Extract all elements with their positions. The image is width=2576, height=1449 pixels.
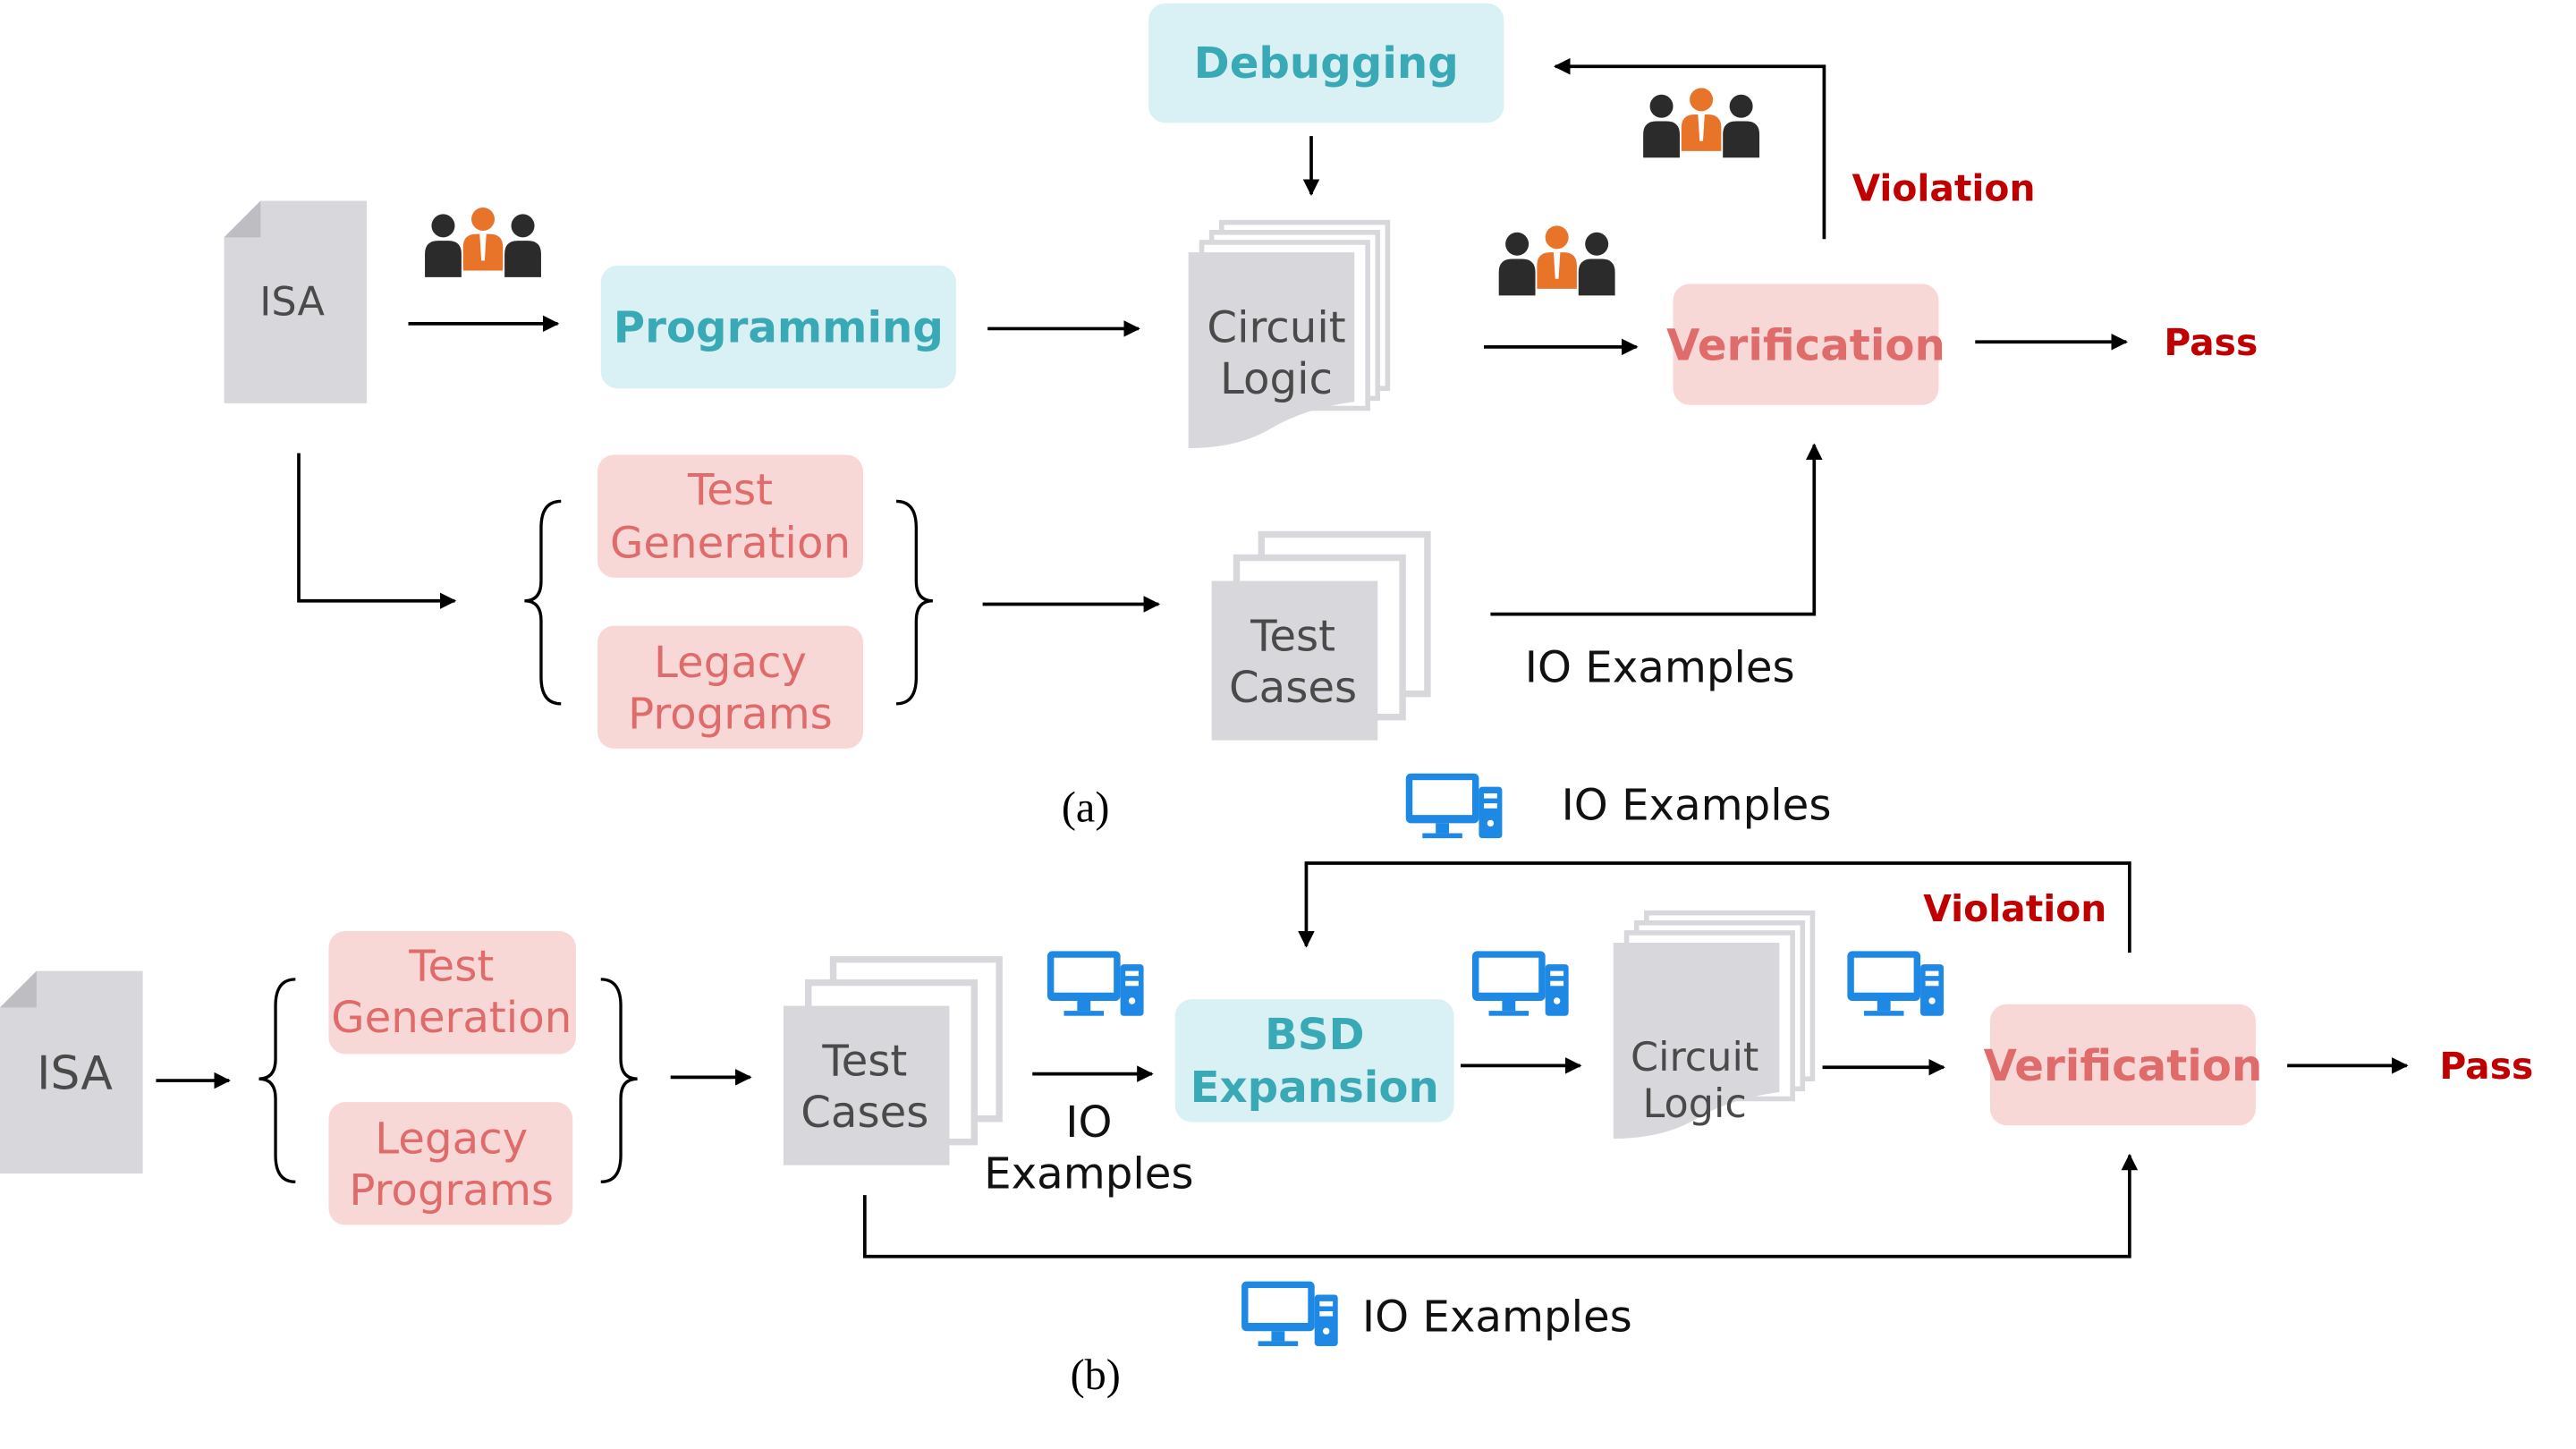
violation-arrow (1553, 57, 1826, 240)
test-generation-label-2: Generation (610, 519, 851, 569)
io-examples-bottom-label: IO Examples (1362, 1292, 1632, 1342)
debugging-label: Debugging (1194, 38, 1459, 89)
violation-label: Violation (1852, 167, 2036, 210)
people-team-icon (1643, 88, 1760, 158)
isa-label-a: ISA (259, 279, 325, 326)
brace (895, 499, 934, 706)
brace (524, 499, 562, 706)
test-cases-label-2: Cases (1229, 663, 1357, 713)
test-generation-label-1: Test (687, 465, 773, 515)
violation-label-b: Violation (1923, 887, 2106, 930)
people-team-icon (425, 207, 541, 277)
legacy-programs-box (328, 1102, 573, 1225)
test-cases-label-1: Test (1250, 611, 1335, 661)
caption-a: (a) (1062, 784, 1110, 832)
verification-box (1989, 1004, 2256, 1126)
legacy-programs-box (597, 625, 863, 749)
arrow (1490, 443, 1823, 616)
isa-label-b: ISA (37, 1046, 113, 1100)
computer-icon (1405, 773, 1503, 839)
legacy-programs-label-2: Programs (349, 1165, 554, 1216)
debugging-box (1148, 3, 1504, 123)
computer-icon (1241, 1281, 1338, 1346)
computer-icon (1847, 951, 1945, 1016)
test-cases-label-1: Test (821, 1036, 907, 1086)
arrow (297, 453, 457, 610)
caption-b: (b) (1071, 1352, 1121, 1399)
test-cases-label-2: Cases (801, 1088, 928, 1138)
legacy-programs-label-1: Legacy (654, 638, 807, 688)
pass-label: Pass (2164, 321, 2258, 364)
legacy-programs-label-1: Legacy (375, 1114, 528, 1165)
people-team-icon (1498, 225, 1615, 296)
brace (600, 978, 638, 1183)
circuit-logic-label-2: Logic (1220, 354, 1333, 404)
io-examples-mid-label-2: Examples (984, 1149, 1193, 1199)
io-examples-mid-label-1: IO (1065, 1097, 1112, 1148)
circuit-logic-label-1: Circuit (1631, 1034, 1758, 1080)
verification-label-b: Verification (1984, 1041, 2263, 1091)
io-examples-top-label: IO Examples (1562, 781, 1832, 831)
circuit-logic-label-2: Logic (1642, 1080, 1746, 1127)
legacy-programs-label-2: Programs (628, 690, 833, 740)
programming-label: Programming (614, 302, 944, 352)
arrow (862, 1153, 2139, 1258)
computer-icon (1046, 951, 1144, 1016)
test-generation-label-2: Generation (331, 993, 572, 1043)
pass-label-b: Pass (2439, 1045, 2533, 1088)
test-generation-box (328, 931, 576, 1055)
diagram-b: IO Examples Violation ISA Test Generatio… (0, 773, 2533, 1399)
violation-arrow (1298, 861, 2131, 953)
bsd-expansion-box (1174, 999, 1454, 1123)
circuit-logic-label-1: Circuit (1207, 302, 1345, 352)
verification-box (1673, 284, 1939, 405)
bsd-label-2: Expansion (1191, 1063, 1439, 1113)
bsd-label-1: BSD (1265, 1010, 1365, 1060)
io-examples-label-a: IO Examples (1525, 643, 1795, 693)
verification-label: Verification (1666, 321, 1945, 371)
test-generation-label-1: Test (408, 942, 494, 992)
programming-box (600, 265, 956, 389)
diagram-a: ISA Programming Debugging Circuit Logic … (224, 3, 2258, 832)
brace (258, 978, 296, 1183)
computer-icon (1472, 951, 1569, 1016)
test-generation-box (597, 454, 863, 578)
